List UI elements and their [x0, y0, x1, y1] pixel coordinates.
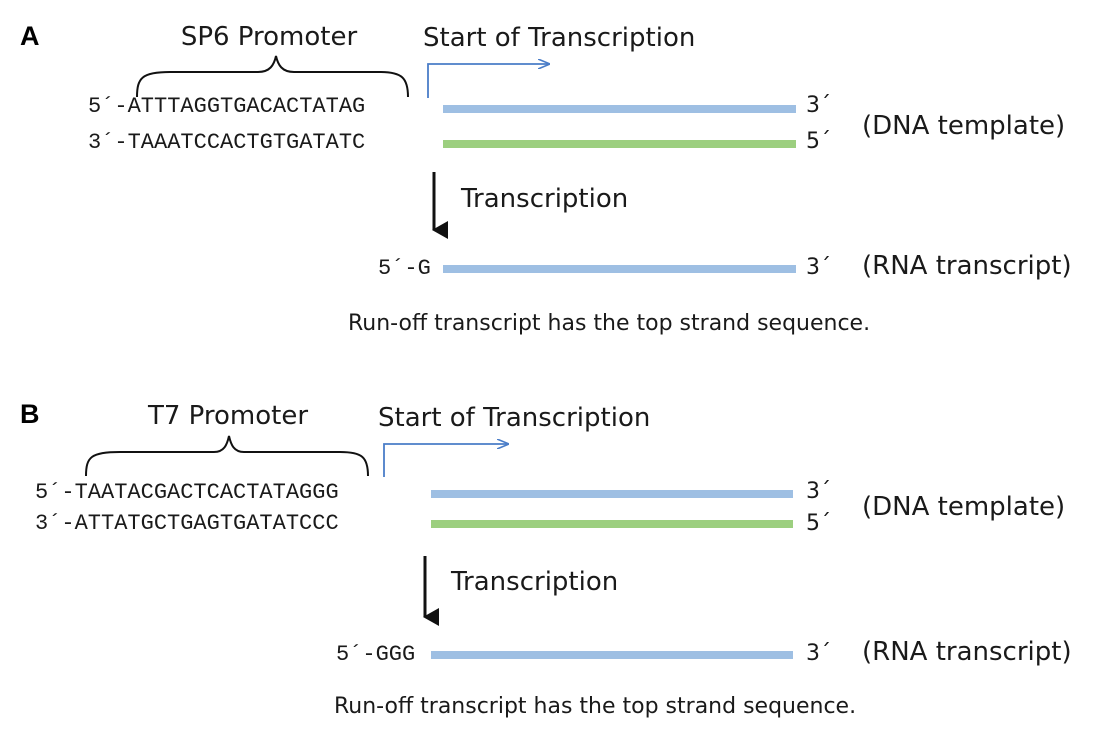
panel-a-bottom-strand-bar: [443, 140, 796, 148]
panel-b-start-arrow: [383, 444, 508, 477]
panel-a-promoter-label: SP6 Promoter: [181, 22, 358, 52]
panel-b-letter: B: [20, 399, 40, 429]
panel-a: A SP6 Promoter Start of Transcription 5´…: [20, 21, 1072, 336]
panel-a-start-label: Start of Transcription: [423, 23, 695, 53]
panel-b-template-label: (DNA template): [862, 492, 1065, 522]
panel-b-rna-bar: [431, 651, 793, 659]
panel-a-rna-bar: [443, 265, 796, 273]
panel-a-promoter-brace: [136, 55, 409, 98]
panel-b-bottom-strand-bar: [431, 520, 793, 528]
panel-a-rna-end: 3´: [806, 255, 831, 280]
panel-b-promoter-label: T7 Promoter: [147, 401, 308, 431]
panel-a-rna-start: 5´-G: [378, 256, 431, 281]
panel-a-bottom-sequence: 3´-TAAATCCACTGTGATATC: [88, 130, 365, 155]
panel-b-rna-end: 3´: [806, 641, 831, 666]
panel-b-rna-start: 5´-GGG: [336, 642, 415, 667]
panel-a-step-label: Transcription: [460, 184, 628, 214]
panel-b-bottom-sequence: 3´-ATTATGCTGAGTGATATCCC: [35, 511, 339, 536]
panel-b-top-sequence: 5´-TAATACGACTCACTATAGGG: [35, 480, 339, 505]
panel-a-top-strand-bar: [443, 105, 796, 113]
panel-b-note: Run-off transcript has the top strand se…: [334, 694, 856, 719]
panel-b-bottom-end: 5´: [806, 511, 831, 536]
panel-a-note: Run-off transcript has the top strand se…: [348, 311, 870, 336]
panel-b-step-label: Transcription: [450, 567, 618, 597]
panel-b: B T7 Promoter Start of Transcription 5´-…: [20, 399, 1072, 719]
panel-a-top-end: 3´: [806, 93, 831, 118]
panel-b-top-strand-bar: [431, 490, 793, 498]
panel-a-bottom-end: 5´: [806, 129, 831, 154]
panel-a-rna-label: (RNA transcript): [862, 251, 1072, 281]
panel-a-start-arrow: [427, 64, 549, 98]
panel-a-template-label: (DNA template): [862, 111, 1065, 141]
panel-a-top-sequence: 5´-ATTTAGGTGACACTATAG: [88, 94, 365, 119]
panel-b-rna-label: (RNA transcript): [862, 637, 1072, 667]
panel-b-start-label: Start of Transcription: [378, 403, 650, 433]
panel-b-top-end: 3´: [806, 479, 831, 504]
panel-b-promoter-brace: [85, 435, 369, 477]
panel-a-letter: A: [20, 21, 40, 51]
